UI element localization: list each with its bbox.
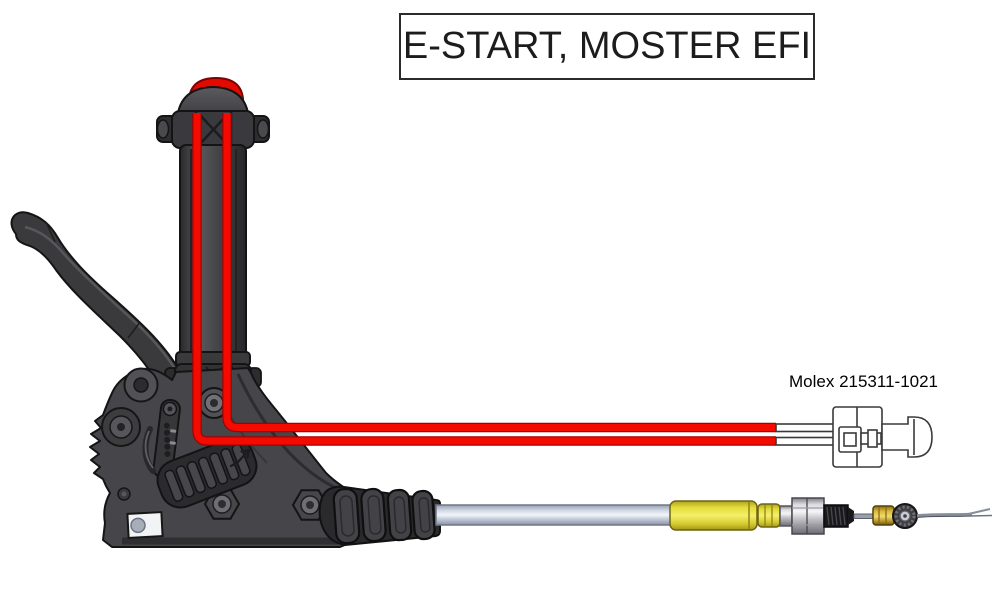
- inner-wire-left: [853, 513, 874, 519]
- slider-hook-highlight: [144, 430, 154, 469]
- yellow-ring-ridges: [764, 505, 773, 526]
- lever-pivot-bolt: [133, 377, 149, 393]
- throttle-grip: [156, 76, 270, 391]
- boot-rib-3: [386, 488, 413, 542]
- cable-yellow-ring: [757, 503, 781, 528]
- connector-label: Molex 215311-1021: [789, 372, 939, 391]
- hex-bolt-lower-right: [291, 489, 329, 521]
- cable-outer-sheath: [435, 504, 674, 526]
- brass-barrel: [872, 505, 895, 526]
- cable-yellow-sleeve: [669, 500, 758, 531]
- bracket-hole-center: [121, 491, 127, 497]
- wire-fray-2: [967, 514, 993, 517]
- arrow-marking-icon: [229, 448, 251, 468]
- connector-terminal-tab: [867, 429, 878, 448]
- wire-right: [223, 113, 776, 431]
- molex-connector: [775, 406, 933, 468]
- wire-fray-1: [963, 508, 991, 516]
- boot-rib-2: [360, 487, 387, 543]
- connector-wire-lower: [775, 436, 836, 446]
- diagram-title: E-START, MOSTER EFI: [402, 25, 812, 67]
- throttle-body: [89, 367, 367, 548]
- top-collar-lug-cap-left: [156, 119, 170, 139]
- stud-taper: [848, 507, 854, 525]
- thread-ticks: [826, 506, 846, 526]
- boot-rib-1: [332, 487, 361, 545]
- wire-left-edge: [192, 113, 776, 446]
- top-collar-hatch: [194, 112, 233, 147]
- hex-adjuster-nut: [791, 497, 825, 535]
- signal-wires: [192, 113, 776, 446]
- wire-right-edge: [222, 113, 776, 433]
- grip-shaft-lines: [190, 149, 237, 354]
- brass-ridges: [878, 507, 887, 524]
- top-collar-lug-cap-right: [256, 119, 270, 139]
- lever-arm: [10, 211, 191, 400]
- boot-rib-4: [411, 489, 436, 541]
- bracket-pocket: [126, 511, 164, 539]
- knurled-dot: [903, 514, 907, 518]
- connector-latch-inner: [843, 432, 857, 447]
- connector-wire-upper: [775, 423, 836, 433]
- knurled-ring: [894, 505, 916, 527]
- nut-facets: [792, 507, 824, 526]
- connector-plug-body: [881, 416, 933, 458]
- upper-bolt-center: [210, 399, 218, 407]
- spacer-ring: [779, 505, 793, 527]
- inner-wire-tip: [916, 512, 973, 518]
- diagram-title-box: E-START, MOSTER EFI: [399, 13, 815, 80]
- body-gusset-seam: [236, 373, 335, 489]
- throttle-cable-assembly: [318, 485, 993, 547]
- wire-left: [193, 113, 776, 445]
- lever-seam: [45, 221, 141, 339]
- lever-highlight: [24, 225, 180, 375]
- inner-wire-tip-shadow: [916, 515, 973, 518]
- brake-lever: [10, 211, 191, 400]
- adjuster-dot: [117, 423, 125, 431]
